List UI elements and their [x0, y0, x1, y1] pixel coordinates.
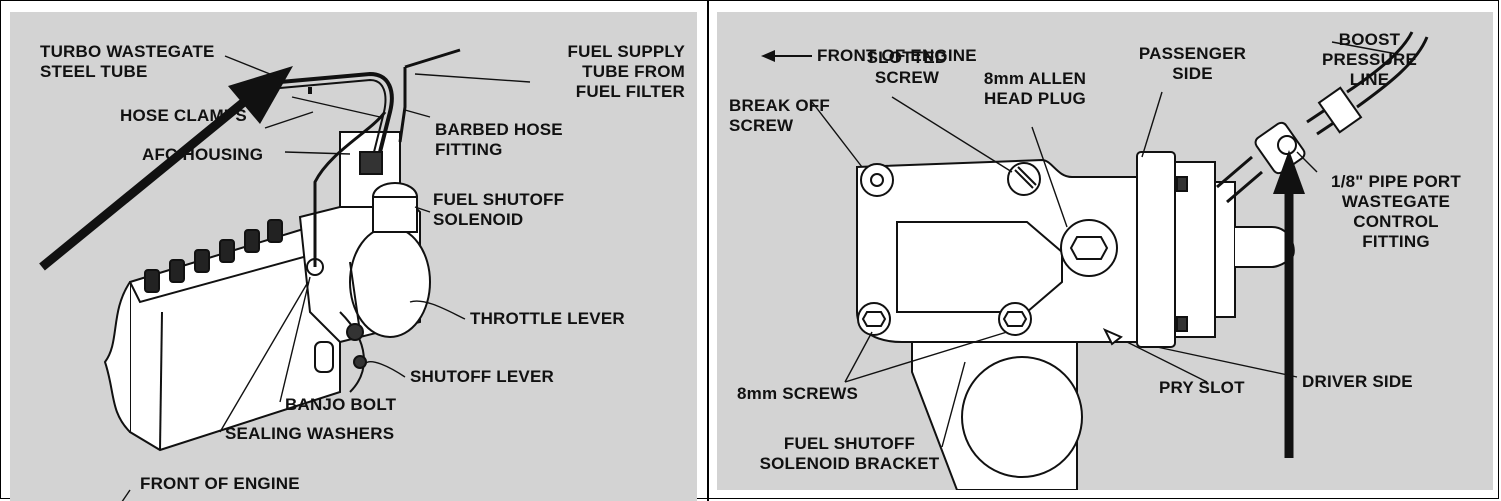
injection-pump-panel: TURBO WASTEGATE STEEL TUBE FUEL SUPPLY T…	[10, 12, 697, 501]
label-sealing-washers: SEALING WASHERS	[225, 424, 395, 443]
wastegate-bracket-illustration	[761, 31, 1429, 490]
panel-divider	[707, 0, 709, 501]
label-allen-plug: 8mm ALLEN HEAD PLUG	[983, 69, 1087, 108]
label-afc-housing: AFC HOUSING	[142, 145, 264, 164]
label-barbed-hose: BARBED HOSE FITTING	[435, 120, 563, 159]
label-hose-clamps: HOSE CLAMPS	[120, 106, 247, 125]
label-pry-slot: PRY SLOT	[1159, 378, 1245, 397]
label-front-of-engine-right: FRONT OF ENGINE	[817, 46, 977, 65]
label-slotted-screw: SLOTTED SCREW	[866, 48, 948, 87]
label-fuel-supply: FUEL SUPPLY TUBE FROM FUEL FILTER	[567, 42, 685, 101]
label-throttle-lever: THROTTLE LEVER	[470, 309, 625, 328]
label-front-of-engine-left: FRONT OF ENGINE	[140, 474, 300, 493]
label-break-off-screw: BREAK OFF SCREW	[729, 96, 830, 135]
label-turbo-wastegate: TURBO WASTEGATE STEEL TUBE	[40, 42, 215, 81]
label-boost-pressure-line: BOOST PRESSURE LINE	[1321, 30, 1418, 89]
injection-pump-illustration	[39, 48, 531, 501]
label-8mm-screws: 8mm SCREWS	[737, 384, 859, 403]
label-pipe-port: 1/8" PIPE PORT WASTEGATE CONTROL FITTING	[1331, 172, 1461, 251]
label-fuel-shutoff-solenoid: FUEL SHUTOFF SOLENOID	[433, 190, 565, 229]
label-passenger-side: PASSENGER SIDE	[1138, 44, 1247, 83]
label-driver-side: DRIVER SIDE	[1302, 372, 1413, 391]
wastegate-bracket-panel: FRONT OF ENGINE PASSENGER SIDE BOOST PRE…	[717, 12, 1493, 490]
label-banjo-bolt: BANJO BOLT	[285, 395, 397, 414]
label-solenoid-bracket: FUEL SHUTOFF SOLENOID BRACKET	[759, 434, 940, 473]
label-shutoff-lever: SHUTOFF LEVER	[410, 367, 554, 386]
